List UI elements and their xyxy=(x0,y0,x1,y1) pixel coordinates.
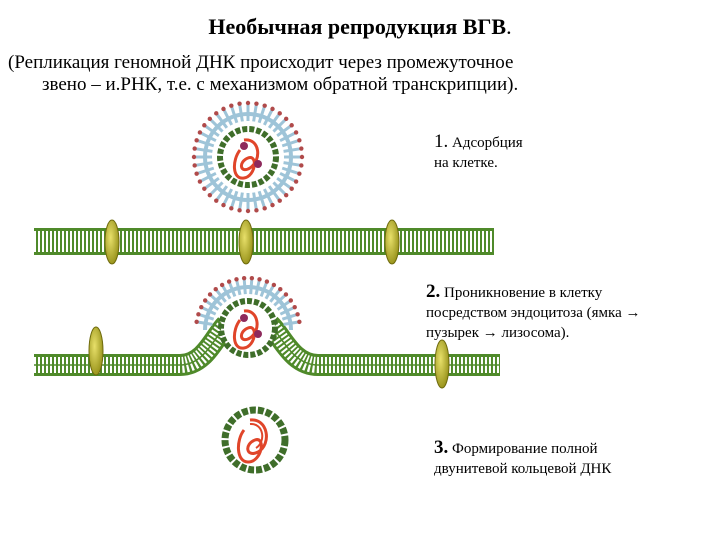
step-2-number: 2. xyxy=(426,281,441,302)
step-3-number: 3. xyxy=(434,437,449,458)
subtitle: (Репликация геномной ДНК происходит чере… xyxy=(8,52,718,96)
subtitle-line-1: (Репликация геномной ДНК происходит чере… xyxy=(8,52,514,73)
envelope-spikes-1 xyxy=(191,100,305,214)
virion-1 xyxy=(191,100,305,214)
step-2-line-3: пузырек → лизосома). xyxy=(426,325,570,341)
step-1-number: 1. xyxy=(434,131,449,152)
step-1-caption: 1. Адсорбция на клетке. xyxy=(434,132,523,173)
step-1-line-1: Адсорбция xyxy=(452,135,523,151)
membrane-receptors-1 xyxy=(104,219,400,265)
step-2-caption: 2. Проникновение в клетку посредством эн… xyxy=(426,282,641,343)
title-text: Необычная репродукция ВГВ xyxy=(208,14,507,39)
subtitle-line-2: звено – и.РНК, т.е. с механизмом обратно… xyxy=(42,74,519,95)
step-3-line-2: двунитевой кольцевой ДНК xyxy=(434,461,612,477)
step-2-line-1: Проникновение в клетку xyxy=(444,285,603,301)
nucleocapsid-3 xyxy=(221,406,289,474)
cell-membrane-1 xyxy=(34,228,494,255)
step-3-line-1: Формирование полной xyxy=(452,441,598,457)
membrane-receptors-2 xyxy=(88,326,450,389)
step-2-line-2: посредством эндоцитоза (ямка → xyxy=(426,305,641,321)
virion-2 xyxy=(194,275,302,358)
step-3-caption: 3. Формирование полной двунитевой кольце… xyxy=(434,438,611,479)
step-1-line-2: на клетке. xyxy=(434,155,498,171)
title-dot: . xyxy=(506,14,512,39)
page-title: Необычная репродукция ВГВ. xyxy=(0,14,720,40)
